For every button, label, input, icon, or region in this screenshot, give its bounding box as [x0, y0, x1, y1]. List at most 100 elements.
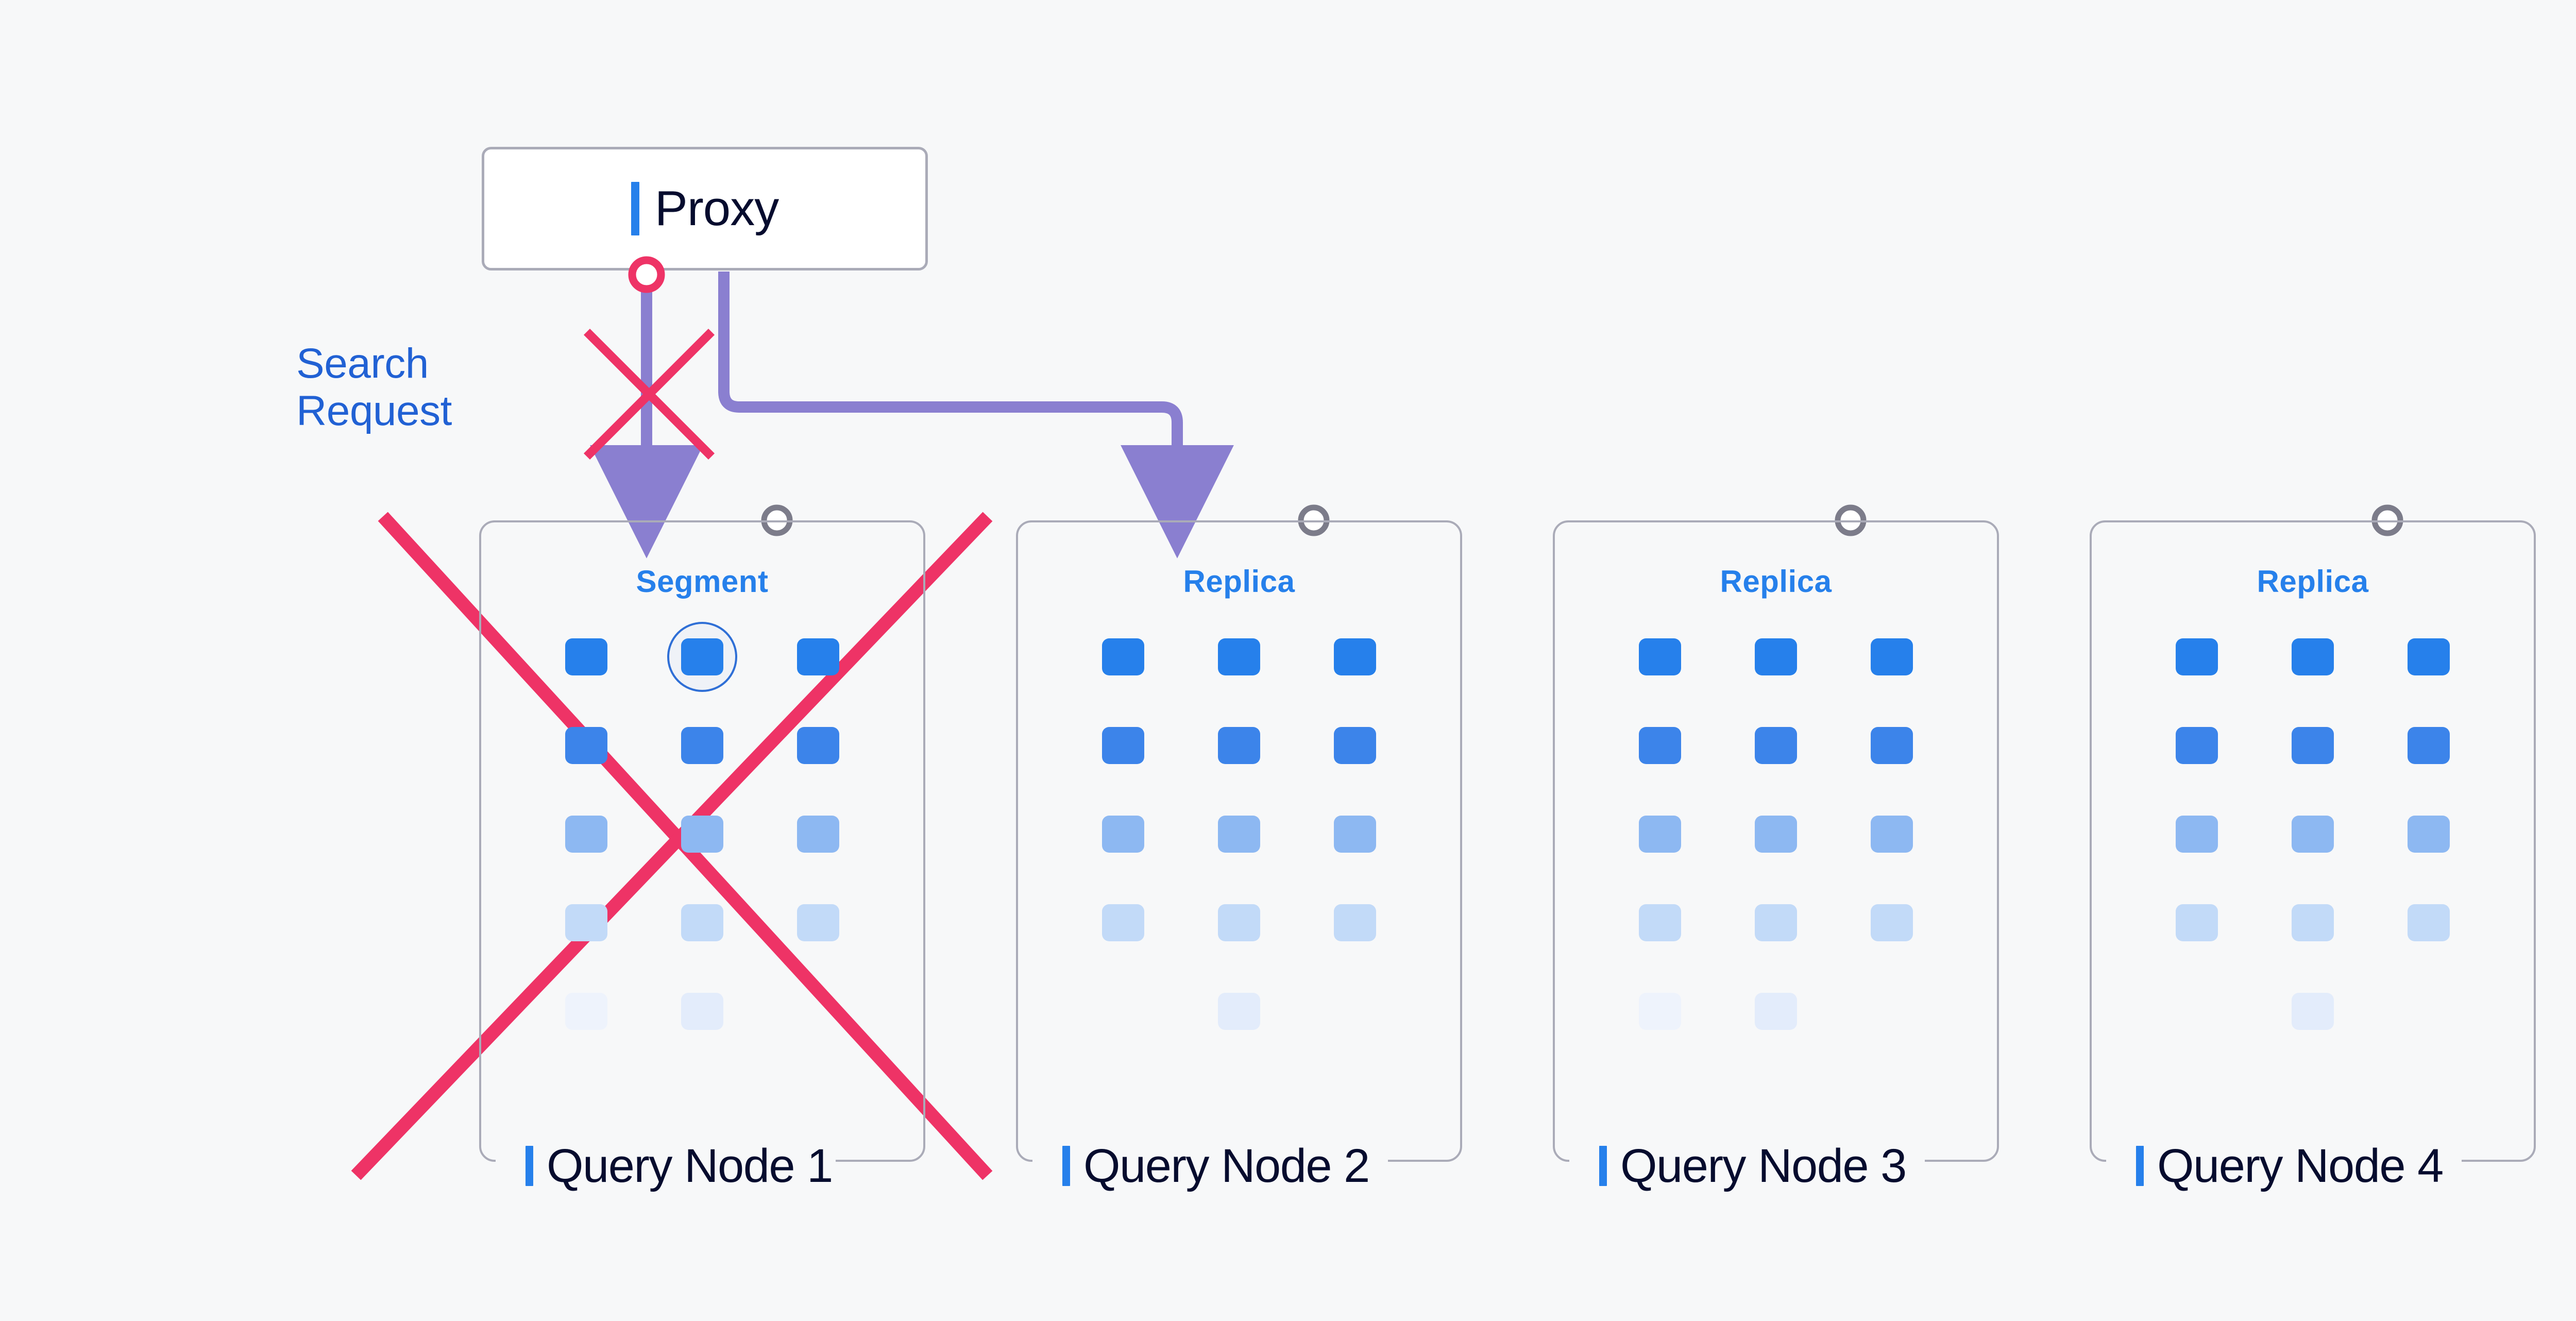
segment-cell[interactable] — [2255, 989, 2371, 1034]
segment-square[interactable] — [681, 727, 723, 764]
segment-cell[interactable] — [760, 812, 876, 856]
segment-cell[interactable] — [1181, 812, 1297, 856]
proxy-box[interactable]: Proxy — [482, 147, 928, 270]
segment-cell[interactable] — [1602, 723, 1718, 768]
segment-square[interactable] — [565, 727, 608, 764]
segment-square[interactable] — [1754, 638, 1797, 675]
segment-square[interactable] — [2407, 904, 2450, 941]
segment-square[interactable] — [1639, 727, 1682, 764]
segment-cell[interactable] — [1065, 901, 1181, 945]
segment-square[interactable] — [2176, 727, 2218, 764]
segment-square[interactable] — [1333, 904, 1376, 941]
segment-cell[interactable] — [1065, 812, 1181, 856]
segment-square[interactable] — [1639, 638, 1682, 675]
segment-cell[interactable] — [2370, 635, 2486, 679]
segment-cell[interactable] — [1602, 812, 1718, 856]
segment-cell[interactable] — [645, 989, 760, 1034]
segment-square[interactable] — [1870, 727, 1913, 764]
segment-square[interactable] — [1639, 904, 1682, 941]
segment-square[interactable] — [565, 816, 608, 853]
segment-cell[interactable] — [1834, 901, 1950, 945]
segment-square[interactable] — [2291, 727, 2334, 764]
segment-square[interactable] — [1754, 727, 1797, 764]
segment-square[interactable] — [2176, 638, 2218, 675]
segment-cell[interactable] — [529, 901, 645, 945]
segment-square[interactable] — [681, 638, 723, 675]
segment-square[interactable] — [681, 993, 723, 1030]
segment-cell[interactable] — [1718, 723, 1834, 768]
segment-square[interactable] — [796, 638, 839, 675]
segment-cell[interactable] — [2139, 635, 2255, 679]
segment-cell[interactable] — [2255, 635, 2371, 679]
segment-cell[interactable] — [1602, 635, 1718, 679]
segment-cell[interactable] — [2139, 812, 2255, 856]
segment-cell[interactable] — [1181, 989, 1297, 1034]
segment-square[interactable] — [1217, 904, 1260, 941]
segment-cell[interactable] — [2370, 723, 2486, 768]
segment-cell[interactable] — [529, 812, 645, 856]
segment-cell[interactable] — [760, 723, 876, 768]
segment-square[interactable] — [2407, 638, 2450, 675]
segment-square[interactable] — [796, 904, 839, 941]
segment-square[interactable] — [1102, 904, 1145, 941]
segment-cell[interactable] — [1181, 635, 1297, 679]
segment-square[interactable] — [1333, 638, 1376, 675]
segment-cell[interactable] — [1065, 723, 1181, 768]
segment-cell[interactable] — [529, 635, 645, 679]
segment-cell[interactable] — [2255, 723, 2371, 768]
segment-cell[interactable] — [1297, 723, 1413, 768]
segment-cell[interactable] — [1718, 901, 1834, 945]
query-node-card-4[interactable]: Replica Query Node 4 — [2090, 520, 2536, 1190]
segment-cell[interactable] — [645, 622, 760, 692]
segment-square[interactable] — [1870, 816, 1913, 853]
segment-cell[interactable] — [1718, 989, 1834, 1034]
segment-cell[interactable] — [645, 812, 760, 856]
segment-cell[interactable] — [1297, 812, 1413, 856]
segment-cell[interactable] — [760, 635, 876, 679]
segment-cell[interactable] — [2255, 901, 2371, 945]
segment-cell[interactable] — [1297, 635, 1413, 679]
segment-cell[interactable] — [1602, 989, 1718, 1034]
segment-square[interactable] — [1639, 993, 1682, 1030]
segment-cell[interactable] — [1181, 723, 1297, 768]
segment-cell[interactable] — [760, 901, 876, 945]
segment-cell[interactable] — [1834, 635, 1950, 679]
segment-square[interactable] — [1102, 816, 1145, 853]
segment-cell[interactable] — [1181, 901, 1297, 945]
segment-square[interactable] — [2291, 638, 2334, 675]
segment-cell[interactable] — [2139, 723, 2255, 768]
segment-cell[interactable] — [2370, 901, 2486, 945]
segment-square[interactable] — [1217, 993, 1260, 1030]
segment-cell[interactable] — [1718, 635, 1834, 679]
segment-square[interactable] — [1333, 727, 1376, 764]
segment-cell[interactable] — [529, 723, 645, 768]
segment-square[interactable] — [1102, 727, 1145, 764]
segment-square[interactable] — [2291, 904, 2334, 941]
segment-square[interactable] — [2176, 904, 2218, 941]
segment-square[interactable] — [1639, 816, 1682, 853]
segment-square[interactable] — [1870, 904, 1913, 941]
segment-square[interactable] — [1754, 904, 1797, 941]
segment-square[interactable] — [565, 638, 608, 675]
segment-square[interactable] — [565, 904, 608, 941]
segment-cell[interactable] — [529, 989, 645, 1034]
segment-cell[interactable] — [645, 901, 760, 945]
segment-square[interactable] — [1217, 727, 1260, 764]
segment-cell[interactable] — [645, 723, 760, 768]
query-node-card-2[interactable]: Replica Query Node 2 — [1016, 520, 1462, 1190]
segment-square[interactable] — [2291, 816, 2334, 853]
segment-cell[interactable] — [1602, 901, 1718, 945]
segment-square[interactable] — [1333, 816, 1376, 853]
segment-square[interactable] — [1102, 638, 1145, 675]
segment-square[interactable] — [796, 816, 839, 853]
segment-square[interactable] — [1754, 993, 1797, 1030]
segment-square[interactable] — [2176, 816, 2218, 853]
segment-cell[interactable] — [2370, 812, 2486, 856]
segment-cell[interactable] — [2139, 901, 2255, 945]
segment-cell[interactable] — [1297, 901, 1413, 945]
segment-square[interactable] — [681, 904, 723, 941]
segment-square[interactable] — [2407, 727, 2450, 764]
segment-square[interactable] — [565, 993, 608, 1030]
query-node-card-3[interactable]: Replica Query Node 3 — [1553, 520, 1999, 1190]
segment-square[interactable] — [2407, 816, 2450, 853]
